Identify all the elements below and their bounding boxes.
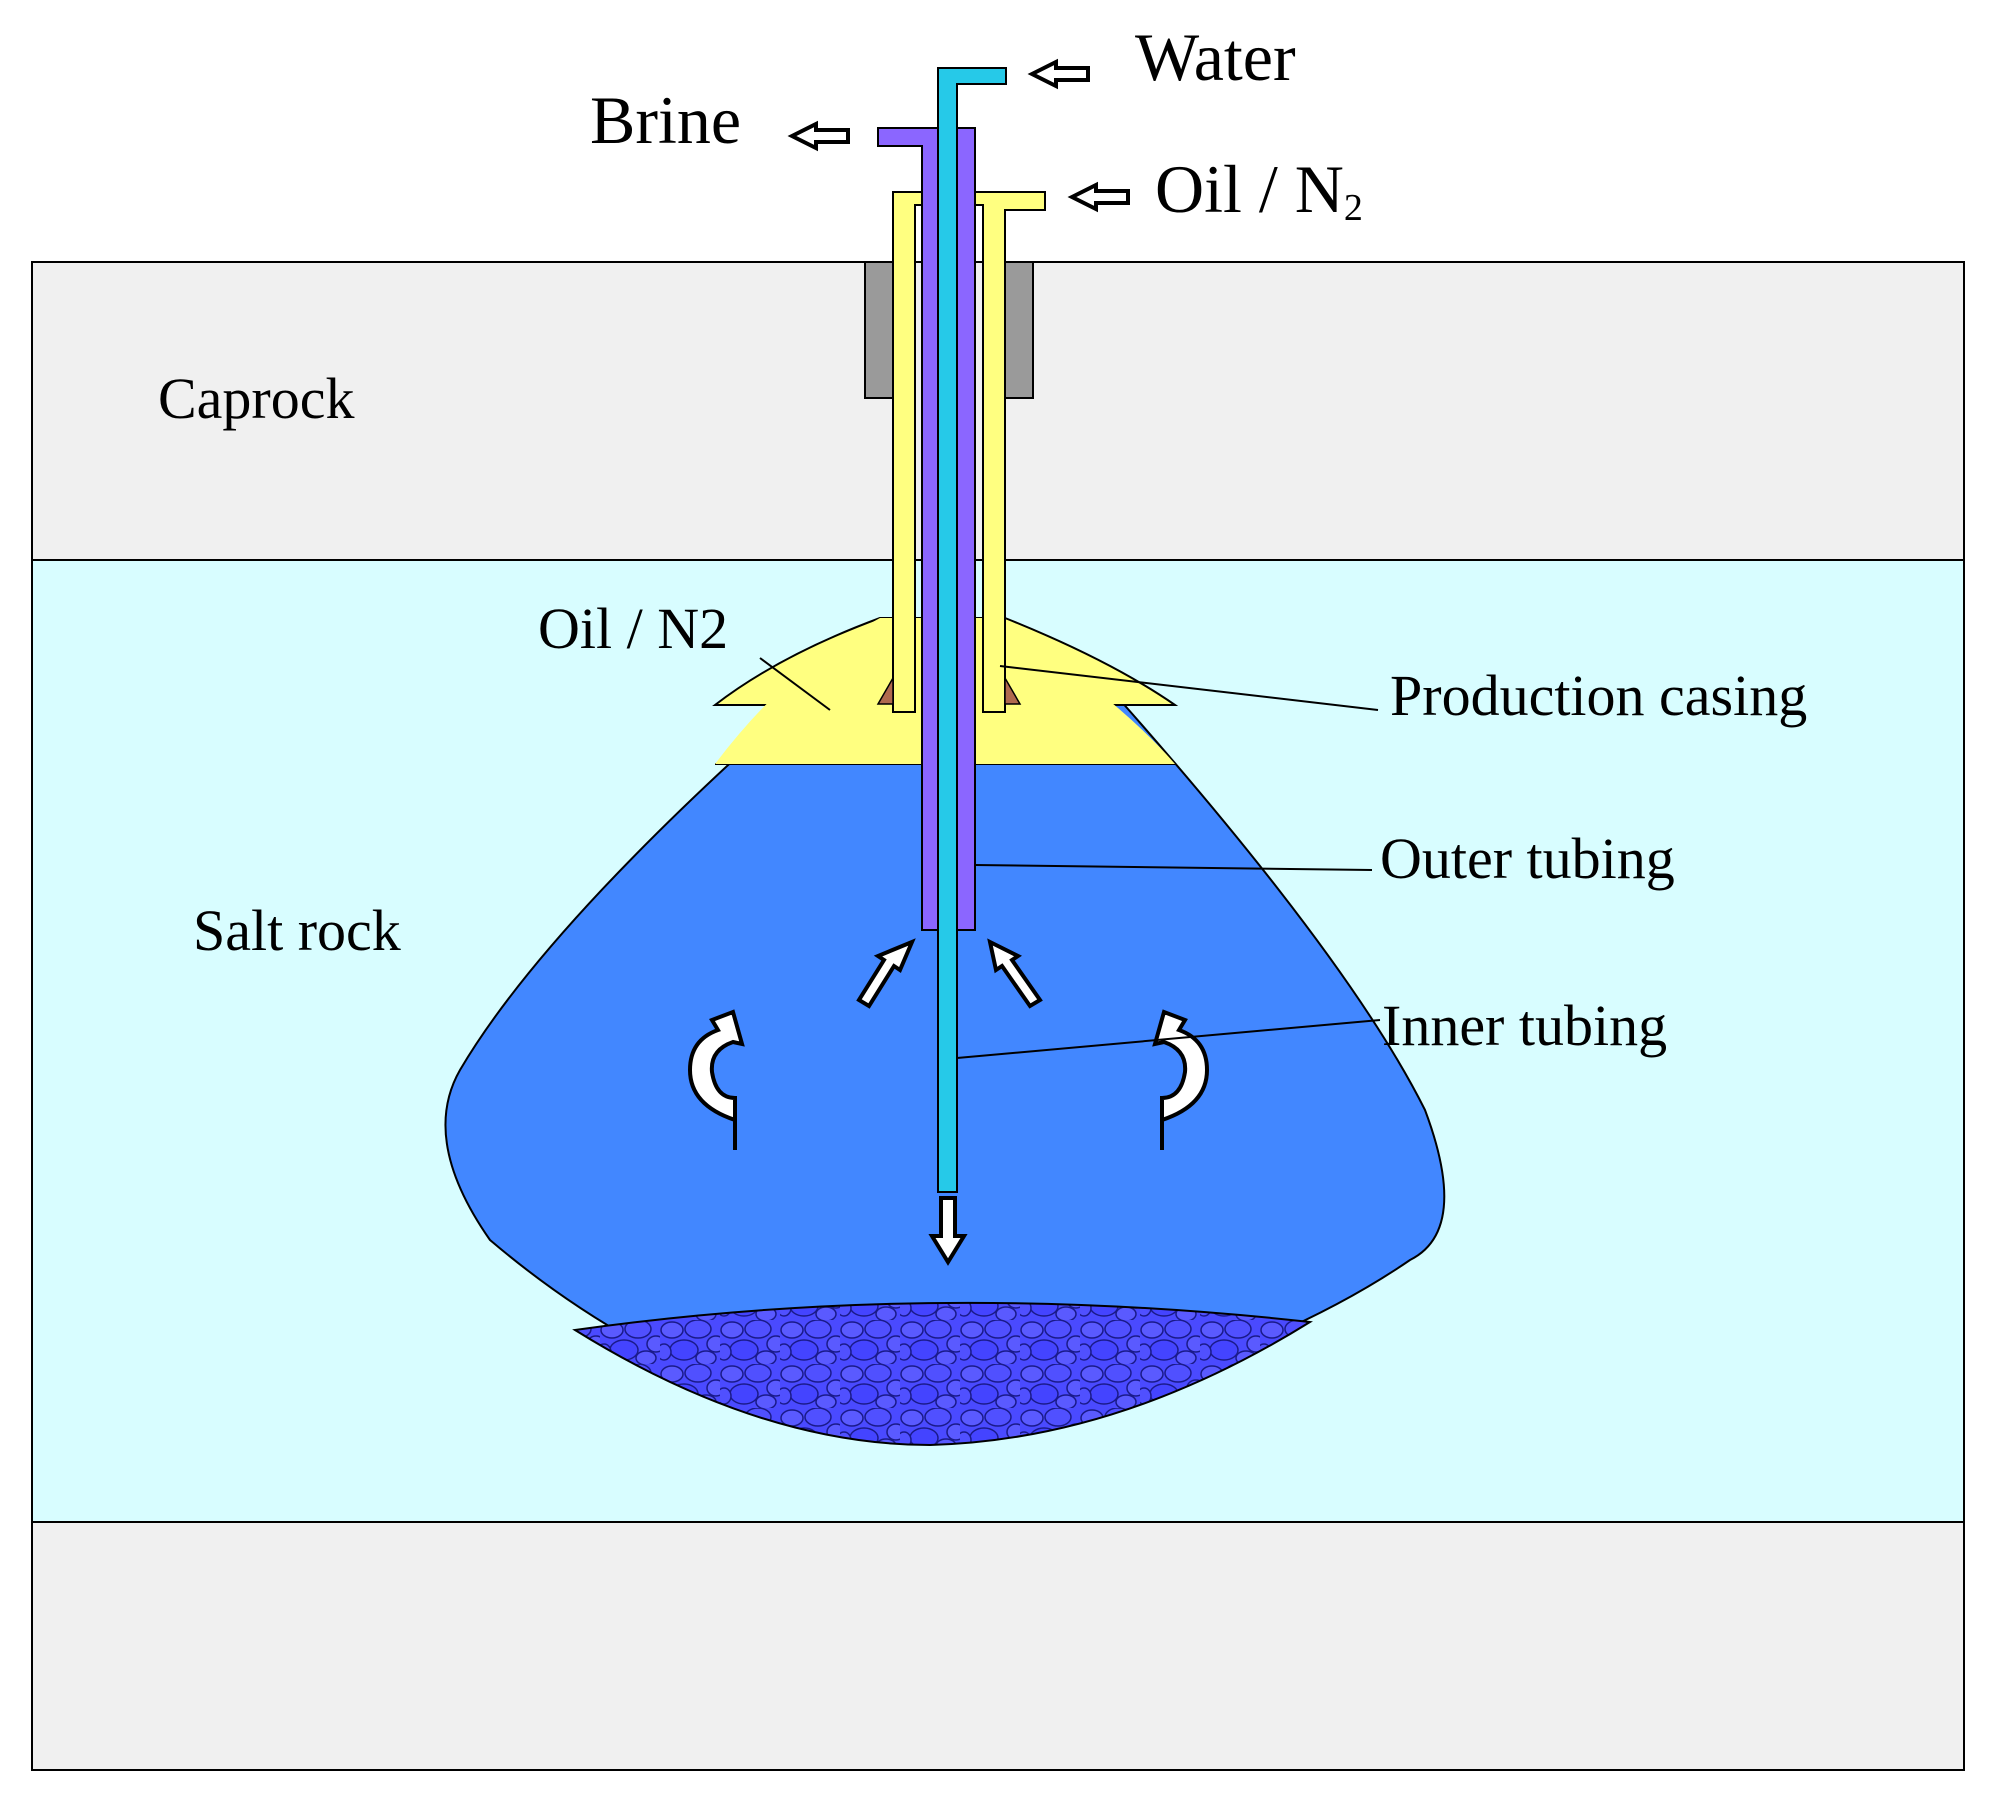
cement-right (1002, 261, 1034, 399)
brine-outflow-arrow[interactable] (787, 120, 850, 152)
production-casing-label: Production casing (1390, 663, 1807, 728)
leader-production-casing (999, 665, 1379, 711)
caprock-label: Caprock (158, 366, 355, 431)
leader-outer-tubing (974, 864, 1373, 871)
water-injection-down-arrow (928, 1196, 968, 1266)
outer-tubing-label: Outer tubing (1380, 826, 1675, 891)
salt-rock-label: Salt rock (193, 898, 401, 963)
brine-up-arrow-left (856, 938, 916, 1009)
circulation-arrow-right (1152, 1009, 1210, 1150)
insolubles-sump (572, 1301, 1313, 1447)
packer-right (1004, 675, 1022, 705)
brine-label: Brine (590, 82, 741, 158)
water-inflow-arrow[interactable] (1027, 58, 1090, 90)
packer-left (876, 675, 894, 705)
inner-tubing (937, 67, 1007, 1193)
brine-up-arrow-right (987, 938, 1043, 1009)
base-layer (31, 1521, 1965, 1771)
circulation-arrow-left (687, 1009, 745, 1150)
water-label: Water (1135, 19, 1296, 95)
cement-left (864, 261, 896, 399)
oil-inflow-arrow[interactable] (1067, 181, 1130, 213)
oil-n2-inlet-subscript: 2 (1344, 187, 1363, 229)
inner-tubing-label: Inner tubing (1382, 993, 1667, 1058)
production-casing (892, 191, 1046, 713)
leader-oil-n2 (759, 657, 831, 711)
oil-n2-cavern-label: Oil / N2 (538, 596, 728, 661)
leader-inner-tubing (956, 1019, 1381, 1059)
oil-n2-inlet-label: Oil / N2 (1155, 151, 1363, 229)
oil-n2-inlet-main: Oil / N (1155, 151, 1344, 227)
